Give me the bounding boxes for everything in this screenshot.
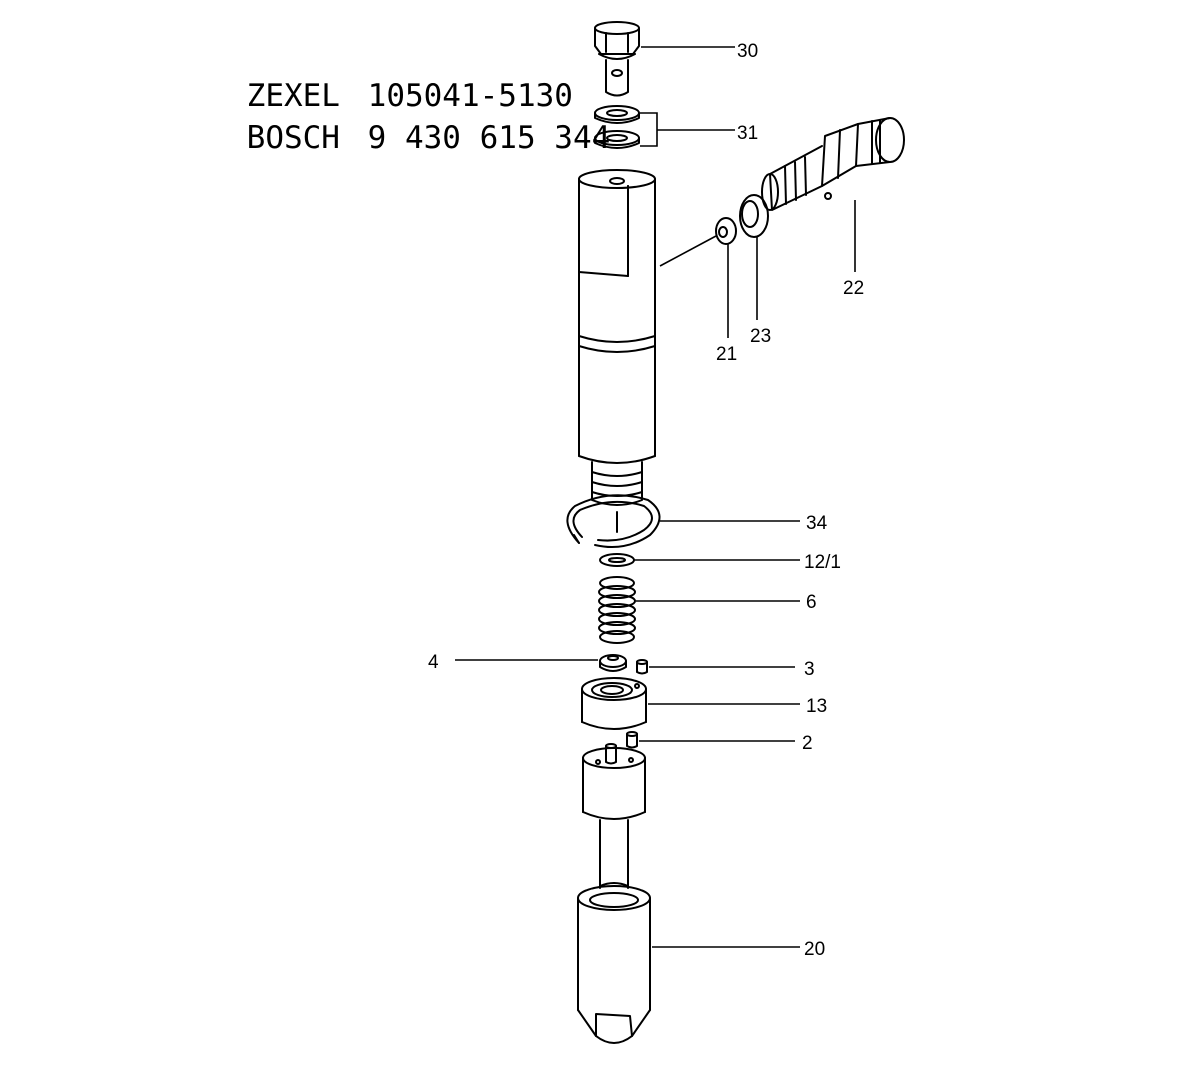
brand-name: BOSCH	[246, 120, 340, 156]
callout-3: 3	[804, 659, 815, 680]
callout-12-1: 12/1	[804, 552, 841, 573]
nozzle	[582, 743, 646, 889]
part-21-washer	[715, 217, 737, 245]
callout-31: 31	[737, 123, 758, 144]
callout-4: 4	[428, 652, 439, 673]
header-line-zexel: ZEXEL 105041-5130	[172, 42, 573, 150]
leader-line-body	[659, 235, 717, 267]
nozzle-holder-body	[578, 169, 656, 506]
leader-bracket-31	[640, 112, 658, 147]
part-13-intermediate-piece	[581, 677, 647, 730]
part-6-spring	[598, 576, 636, 644]
part-34-snap-ring	[566, 494, 661, 548]
callout-20: 20	[804, 939, 825, 960]
part-31-washers	[594, 105, 640, 149]
callout-21: 21	[716, 344, 737, 365]
callout-23: 23	[750, 326, 771, 347]
callout-34: 34	[806, 513, 828, 534]
callout-2: 2	[802, 733, 813, 754]
part-23-washer	[739, 194, 769, 238]
part-30-bolt	[594, 21, 640, 97]
part-3-pin	[636, 659, 648, 675]
callout-6: 6	[806, 592, 817, 613]
part-4-spring-seat	[599, 654, 627, 672]
part-20-retaining-nut	[577, 882, 651, 1044]
header-line-bosch: BOSCH 9 430 615 344	[172, 84, 611, 192]
part-12-1-shim	[599, 553, 635, 567]
callout-labels: 30 31 22 23 21 34 12/1 6 4 3 13 2 20	[428, 41, 864, 960]
part-number: 105041-5130	[367, 78, 573, 114]
part-2-pin	[626, 731, 638, 749]
callout-30: 30	[737, 41, 758, 62]
callout-13: 13	[806, 696, 827, 717]
brand-name: ZEXEL	[246, 78, 340, 114]
callout-22: 22	[843, 278, 864, 299]
part-22-inlet-connector	[761, 117, 905, 211]
part-number: 9 430 615 344	[367, 120, 611, 156]
leader-lines	[455, 46, 856, 948]
